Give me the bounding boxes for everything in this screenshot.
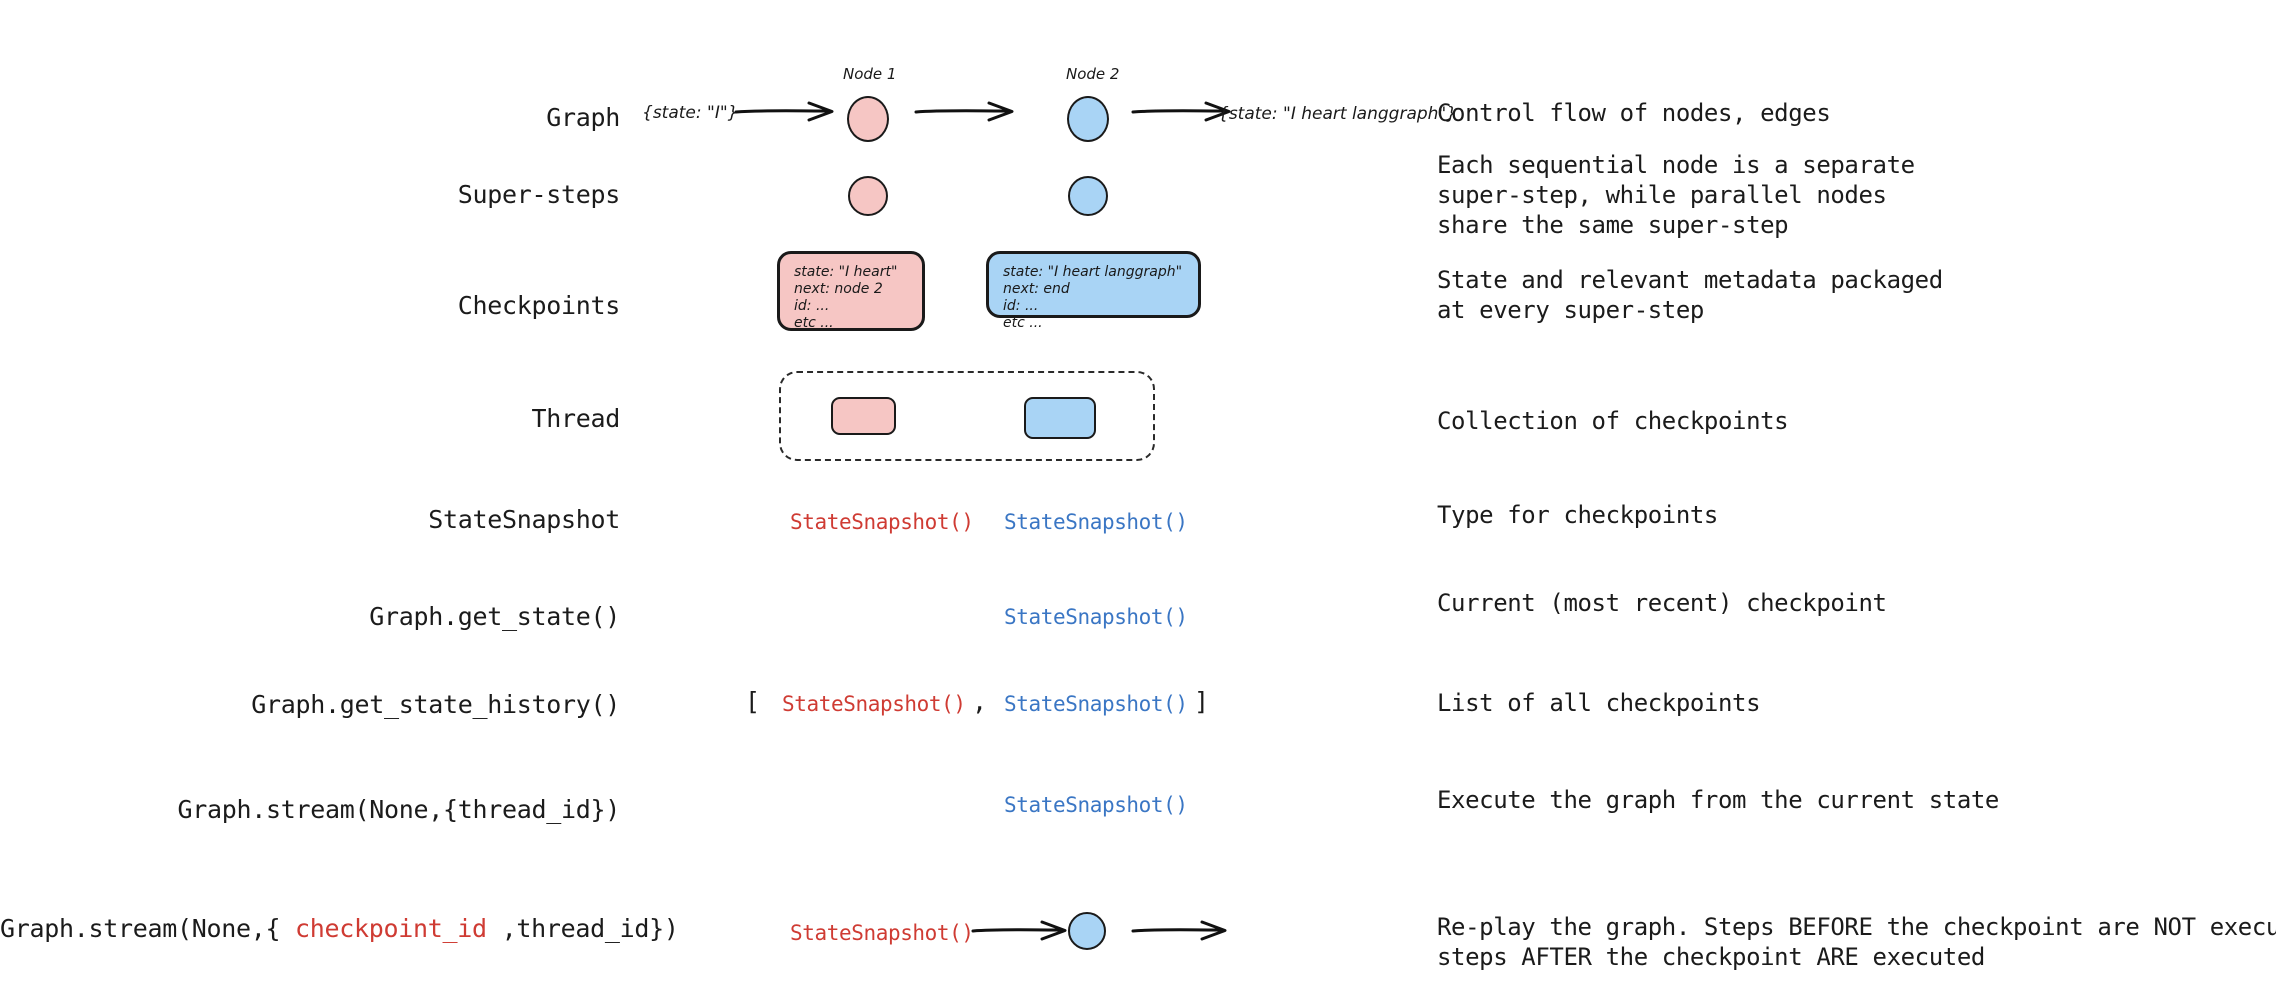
get-state-snapshot: StateSnapshot() [1004, 605, 1188, 629]
desc-graph: Control flow of nodes, edges [1437, 99, 1831, 127]
desc-checkpoints: State and relevant metadata packaged at … [1437, 266, 1943, 324]
stream-snapshot: StateSnapshot() [1004, 793, 1188, 817]
row-label-statesnapshot: StateSnapshot [428, 505, 620, 534]
row-label-stream-checkpoint: Graph.stream(None,{ checkpoint_id ,threa… [0, 914, 679, 943]
row-label-thread: Thread [531, 404, 620, 433]
desc-super-steps: Each sequential node is a separate super… [1437, 151, 1915, 239]
checkpoint1-line-state: state: "I heart" [794, 264, 898, 280]
history-snapshot-2: StateSnapshot() [1004, 692, 1188, 716]
thread-checkpoint-1 [831, 397, 896, 435]
super-step-circle-2 [1068, 176, 1108, 216]
desc-statesnapshot: Type for checkpoints [1437, 501, 1718, 529]
checkpoint-box-2: state: "I heart langgraph" next: end id:… [986, 251, 1201, 331]
stream-prefix: Graph.stream(None,{ [0, 914, 296, 943]
desc-replay: Re-play the graph. Steps BEFORE the chec… [1437, 913, 2276, 971]
graph-input-state: {state: "I"} [642, 103, 739, 123]
row-label-get-state: Graph.get_state() [369, 602, 620, 631]
row-label-checkpoints: Checkpoints [457, 291, 621, 320]
checkpoint-id-token: checkpoint_id [295, 914, 487, 943]
row-label-graph: Graph [546, 103, 620, 132]
row-label-super-steps: Super-steps [457, 180, 621, 209]
checkpoint1-line-id: id: ... [794, 298, 830, 314]
desc-get-state-history: List of all checkpoints [1437, 689, 1761, 717]
desc-stream-thread: Execute the graph from the current state [1437, 786, 1999, 814]
list-comma: , [972, 687, 988, 716]
replay-node-circle [1068, 912, 1106, 950]
label-column: Graph Super-steps Checkpoints Thread Sta… [0, 0, 679, 943]
checkpoint-box-1: state: "I heart" next: node 2 id: ... et… [777, 251, 925, 331]
arrow-replay-to-node [971, 920, 1067, 941]
checkpoint2-line-state: state: "I heart langgraph" [1003, 264, 1183, 280]
node1-caption: Node 1 [843, 65, 897, 83]
desc-get-state: Current (most recent) checkpoint [1437, 589, 1887, 617]
checkpoint2-line-next: next: end [1003, 281, 1070, 297]
node2-circle [1067, 96, 1109, 142]
list-close-bracket: ] [1194, 687, 1210, 716]
node1-circle [847, 96, 889, 142]
thread-checkpoint-2 [1024, 397, 1096, 439]
history-snapshot-1: StateSnapshot() [782, 692, 966, 716]
arrow-input-to-node1 [734, 101, 834, 122]
checkpoint2-line-etc: etc ... [1003, 315, 1043, 331]
stream-suffix: ,thread_id}) [486, 914, 679, 943]
statesnapshot-type-red: StateSnapshot() [790, 510, 974, 534]
checkpoint1-line-next: next: node 2 [794, 281, 883, 297]
statesnapshot-type-blue: StateSnapshot() [1004, 510, 1188, 534]
super-step-circle-1 [848, 176, 888, 216]
node2-caption: Node 2 [1066, 65, 1120, 83]
arrow-replay-node-to-end [1131, 920, 1227, 941]
row-label-get-state-history: Graph.get_state_history() [251, 690, 620, 719]
desc-thread: Collection of checkpoints [1437, 407, 1789, 435]
replay-snapshot: StateSnapshot() [790, 921, 974, 945]
checkpoint2-line-id: id: ... [1003, 298, 1039, 314]
arrow-node1-to-node2 [914, 101, 1014, 122]
thread-boundary-box [779, 371, 1155, 461]
graph-output-state: {state: "I heart langgraph"} [1218, 104, 1458, 124]
checkpoint1-line-etc: etc ... [794, 315, 834, 331]
list-open-bracket: [ [745, 687, 761, 716]
arrow-node2-to-output [1131, 101, 1231, 122]
row-label-stream-thread: Graph.stream(None,{thread_id}) [177, 795, 620, 824]
